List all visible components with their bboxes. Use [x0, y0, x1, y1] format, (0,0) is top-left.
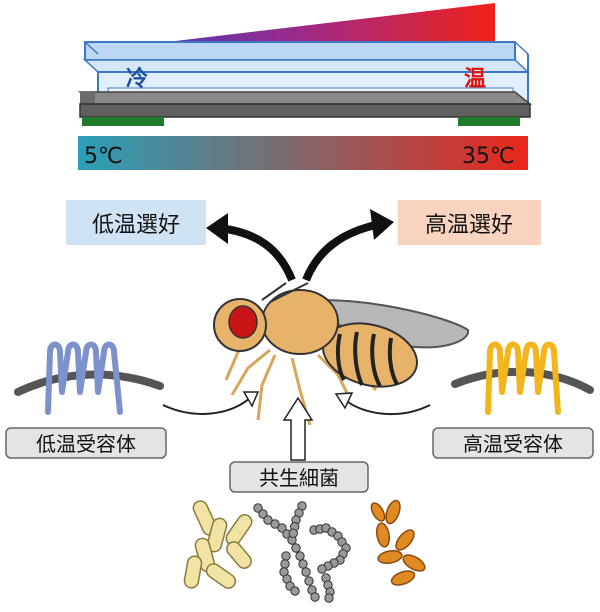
high-temp-receptor-label-box: 高温受容体 — [432, 427, 594, 459]
chain-bead — [298, 559, 308, 569]
temp-high-label: 35℃ — [462, 144, 515, 169]
metal-plate-edge — [79, 103, 531, 118]
warm-block — [458, 117, 520, 126]
low-temp-receptor-label-box: 低温受容体 — [5, 427, 167, 459]
high-temp-preference-box: 高温選好 — [398, 200, 541, 245]
low-temp-receptor-label: 低温受容体 — [36, 432, 136, 456]
chain-bead — [301, 567, 311, 577]
low-temp-preference-box: 低温選好 — [66, 200, 206, 245]
bacteria-up-arrow — [282, 396, 314, 461]
chain-bead — [280, 559, 290, 569]
chain-bead — [263, 515, 273, 525]
chain-bead — [258, 509, 268, 519]
temp-low-label: 5℃ — [84, 144, 123, 169]
metal-plate — [77, 91, 533, 105]
warm-label: 温 — [464, 67, 486, 92]
high-temp-preference-label: 高温選好 — [425, 213, 513, 238]
low-temp-preference-label: 低温選好 — [92, 213, 180, 238]
chain-bead — [310, 592, 320, 602]
high-temp-receptor-icon — [451, 341, 594, 415]
chain-bead — [290, 586, 300, 596]
symbiotic-bacteria-label-box: 共生細菌 — [229, 461, 369, 493]
rod-bacteria-icon — [183, 500, 253, 589]
temperature-gradient-apparatus: 冷 温 — [77, 3, 533, 126]
gradient-wedge — [100, 3, 495, 50]
fly-eye — [228, 305, 258, 339]
chain-bacteria-icon — [253, 501, 351, 603]
cold-block — [82, 117, 164, 126]
chain-bead — [304, 576, 314, 586]
cold-label: 冷 — [126, 66, 148, 92]
chain-bead — [291, 543, 301, 553]
chain-bead — [288, 528, 298, 538]
glass-chamber-front — [83, 59, 530, 73]
chain-bead — [324, 593, 334, 603]
input-arrows — [162, 391, 431, 461]
chain-bead — [295, 551, 305, 561]
chain-bead — [253, 503, 263, 513]
glass-chamber-top — [84, 41, 516, 61]
chain-bead — [281, 551, 291, 561]
orange-bacteria-icon — [370, 499, 426, 586]
preference-arrows — [206, 209, 394, 282]
arrow-left-head — [206, 213, 228, 244]
fruit-fly-icon — [213, 282, 470, 426]
temperature-bar: 5℃ 35℃ — [78, 136, 528, 170]
chain-bead — [270, 519, 280, 529]
chain-bead — [277, 523, 287, 533]
symbiotic-bacteria-label: 共生細菌 — [259, 466, 339, 490]
chain-bead — [317, 564, 327, 574]
arrow-right-head — [370, 209, 394, 240]
low-temp-receptor-icon — [14, 341, 164, 415]
high-temp-receptor-label: 高温受容体 — [463, 432, 563, 456]
